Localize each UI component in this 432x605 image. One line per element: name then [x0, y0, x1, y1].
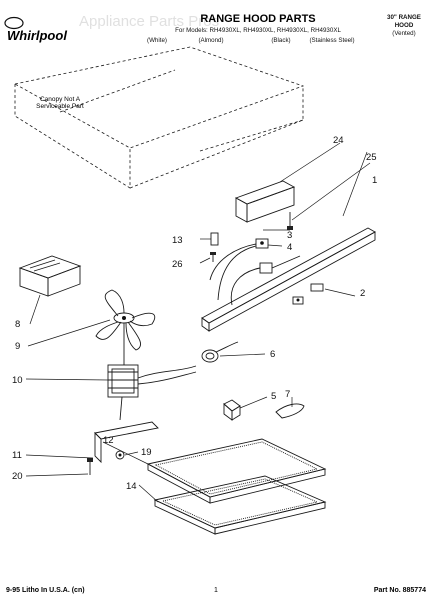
page-title: RANGE HOOD PARTS — [200, 13, 315, 25]
canopy-outline — [13, 46, 305, 189]
callout-5: 5 — [271, 391, 276, 402]
part-3-socket-bracket — [209, 238, 269, 301]
part-14-filter — [153, 475, 327, 535]
callout-12: 12 — [103, 435, 114, 446]
callout-10: 10 — [12, 375, 23, 386]
callout-19: 19 — [141, 447, 152, 458]
part-19-nut — [115, 450, 125, 460]
part-5-switch — [223, 399, 241, 421]
part-6-connector — [201, 341, 239, 363]
hood-type-line1: 30" RANGE — [387, 14, 421, 21]
canopy-note-line2: Serviceable Part — [36, 103, 84, 110]
finish-white: (White) — [147, 37, 167, 44]
part-13-clip — [210, 232, 219, 246]
callout-2: 2 — [360, 288, 365, 299]
whirlpool-logo: Whirlpool — [4, 16, 67, 43]
part-20-screw — [87, 458, 93, 475]
finish-stainless: (Stainless Steel) — [309, 37, 354, 44]
hood-type-line3: (Vented) — [392, 30, 415, 37]
part-8-housing — [18, 255, 82, 297]
model-list: For Models: RH4930XL, RH4930XL, RH4930XL… — [175, 27, 341, 34]
header: Whirlpool Appliance Parts Pros RANGE HOO… — [4, 13, 421, 44]
callout-25: 25 — [366, 152, 377, 163]
part-26-screw — [210, 252, 216, 262]
brand-name: Whirlpool — [7, 28, 67, 43]
part-4-socket — [230, 255, 301, 306]
callout-1: 1 — [372, 175, 377, 186]
part-12-filter — [146, 438, 327, 504]
callout-7: 7 — [285, 389, 290, 400]
part-7-clip — [275, 403, 305, 419]
part-24-lens — [234, 180, 296, 223]
callout-20: 20 — [12, 471, 23, 482]
part-10-motor — [107, 323, 197, 421]
part-1-rail — [201, 227, 376, 332]
part-11-bracket — [94, 421, 159, 464]
finish-black: (Black) — [271, 37, 290, 44]
callout-6: 6 — [270, 349, 275, 360]
callout-4: 4 — [287, 242, 292, 253]
page-number: 1 — [214, 587, 218, 594]
part-2-clips — [292, 283, 324, 305]
finish-almond: (Almond) — [198, 37, 223, 44]
footer: 9-95 Litho In U.S.A. (cn) 1 Part No. 885… — [6, 587, 426, 594]
callout-9: 9 — [15, 341, 20, 352]
part-number: Part No. 885774 — [374, 587, 426, 594]
callout-14: 14 — [126, 481, 137, 492]
part-25-screw — [287, 212, 293, 230]
callout-24: 24 — [333, 135, 344, 146]
callout-26: 26 — [172, 259, 183, 270]
watermark-text: Appliance Parts Pros — [79, 13, 219, 30]
hood-type-line2: HOOD — [395, 22, 414, 29]
callout-3: 3 — [287, 230, 292, 241]
callout-11: 11 — [12, 450, 22, 461]
litho-note: 9-95 Litho In U.S.A. (cn) — [6, 587, 85, 594]
part-9-fan-blade — [95, 289, 156, 351]
leader-lines — [25, 142, 371, 503]
canopy-note-line1: Canopy Not A — [40, 96, 81, 103]
callout-13: 13 — [172, 235, 183, 246]
callout-8: 8 — [15, 319, 20, 330]
callout-numbers: 1 2 3 4 5 6 7 8 9 10 11 12 13 14 19 20 2… — [12, 135, 377, 492]
